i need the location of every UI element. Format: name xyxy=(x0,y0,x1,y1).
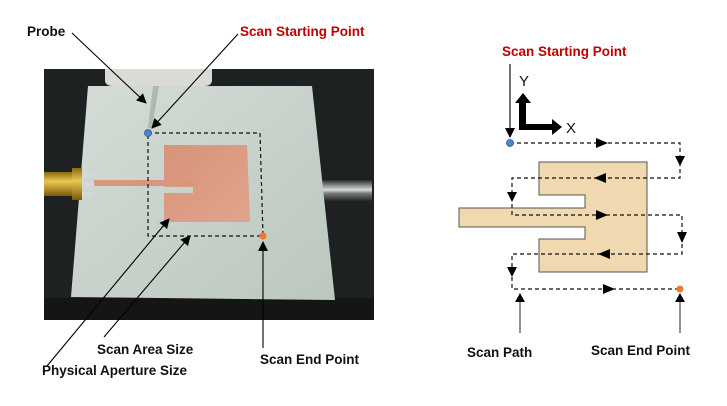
scan-diagram xyxy=(458,64,687,333)
sma-connector xyxy=(44,168,94,200)
scan-start-dot-diagram xyxy=(506,139,514,147)
scan-path-label: Scan Path xyxy=(467,345,533,360)
scan-area-box xyxy=(147,132,264,237)
scan-starting-point-label-right: Scan Starting Point xyxy=(502,44,627,59)
scan-end-dot-photo xyxy=(259,232,267,240)
feedline xyxy=(94,180,194,186)
scan-area-size-label: Scan Area Size xyxy=(97,342,194,357)
scan-start-dot-photo xyxy=(144,129,152,137)
scan-end-point-label-right: Scan End Point xyxy=(591,343,691,358)
support-rod xyxy=(320,180,372,202)
scan-area-leader xyxy=(103,235,191,338)
scan-starting-point-label-left: Scan Starting Point xyxy=(240,24,365,39)
probe-leader xyxy=(71,32,147,104)
x-axis-label: X xyxy=(566,120,577,137)
probe-label: Probe xyxy=(27,24,66,39)
scan-end-point-label-left: Scan End Point xyxy=(260,352,360,367)
probe-tip xyxy=(148,86,159,128)
leader-lines-left xyxy=(46,32,268,367)
patch-antenna-diagram xyxy=(458,161,648,273)
scan-start-leader xyxy=(151,33,239,129)
xy-axes-icon xyxy=(515,93,562,135)
physical-aperture-size-label: Physical Aperture Size xyxy=(42,363,188,378)
aperture-leader xyxy=(46,218,170,367)
y-axis-label: Y xyxy=(519,73,530,90)
probe-holder xyxy=(105,69,212,86)
measurement-photo xyxy=(44,69,374,320)
scan-direction-arrows xyxy=(507,138,687,294)
scan-end-dot-diagram xyxy=(676,285,684,293)
